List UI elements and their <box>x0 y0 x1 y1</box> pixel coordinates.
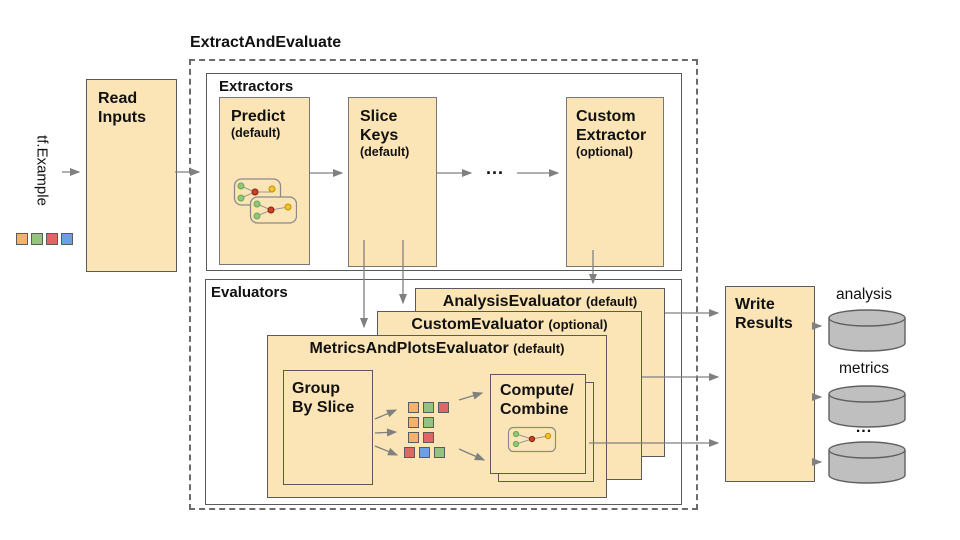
write-results-label-line2: Results <box>735 315 793 332</box>
extractors-container: Extractors <box>206 73 682 271</box>
orange-square <box>408 432 419 443</box>
output-label-analysis: analysis <box>836 286 892 303</box>
green-square <box>31 233 43 245</box>
combine-graph-icon <box>507 426 557 453</box>
green-square <box>423 417 434 428</box>
custom-extractor-label-line2: Extractor <box>576 127 647 144</box>
slice-keys-box: Slice Keys (default) <box>348 97 437 267</box>
compute-combine-label-line1: Compute/ <box>500 382 574 399</box>
green-square <box>434 447 445 458</box>
predict-box: Predict (default) <box>219 97 310 265</box>
red-square <box>423 432 434 443</box>
green-square <box>423 402 434 413</box>
group-by-slice-label-line1: Group <box>292 380 340 397</box>
orange-square <box>16 233 28 245</box>
blue-square <box>61 233 73 245</box>
extract-and-evaluate-container <box>189 59 698 510</box>
group-by-slice-box: Group By Slice <box>283 370 373 485</box>
slice-row <box>408 402 449 413</box>
output-label-ellipsis: ... <box>855 419 873 436</box>
slice-keys-label-line1: Slice <box>360 108 398 125</box>
analysis-storage-cylinder-icon <box>828 309 906 352</box>
slice-row <box>408 417 449 428</box>
red-square <box>404 447 415 458</box>
compute-combine-box: Compute/ Combine <box>490 374 586 474</box>
group-by-slice-label-line2: By Slice <box>292 399 355 416</box>
blue-square <box>419 447 430 458</box>
analysis-evaluator-title: AnalysisEvaluator (default) <box>442 293 638 310</box>
read-inputs-box: Read Inputs <box>86 79 177 272</box>
slice-grid <box>404 402 449 462</box>
diagram-title: ExtractAndEvaluate <box>190 34 342 51</box>
read-inputs-label-line1: Read <box>98 90 138 107</box>
model-graph-icon <box>233 178 297 224</box>
compute-combine-label-line2: Combine <box>500 401 569 418</box>
output-label-metrics: metrics <box>839 360 889 377</box>
red-square <box>438 402 449 413</box>
evaluators-container: Evaluators <box>205 279 682 505</box>
red-square <box>46 233 58 245</box>
write-results-box: Write Results <box>725 286 815 482</box>
slice-row <box>404 447 449 458</box>
slice-row <box>408 432 449 443</box>
extractor-ellipsis: ... <box>486 158 505 178</box>
other-storage-cylinder-icon <box>828 441 906 484</box>
orange-square <box>408 417 419 428</box>
orange-square <box>408 402 419 413</box>
slice-keys-label-line2: Keys <box>360 127 399 144</box>
predict-label: Predict <box>231 108 286 125</box>
predict-qualifier: (default) <box>231 126 281 140</box>
custom-extractor-label-line1: Custom <box>576 108 636 125</box>
extractors-label: Extractors <box>219 78 294 95</box>
custom-evaluator-title: CustomEvaluator (optional) <box>411 316 608 333</box>
tf-example-label: tf.Example <box>33 135 51 206</box>
metrics-and-plots-evaluator-title: MetricsAndPlotsEvaluator (default) <box>309 340 565 357</box>
read-inputs-label-line2: Inputs <box>98 109 146 126</box>
custom-extractor-box: Custom Extractor (optional) <box>566 97 664 267</box>
slice-keys-qualifier: (default) <box>360 145 410 159</box>
evaluators-label: Evaluators <box>211 284 288 301</box>
input-squares <box>16 233 73 245</box>
write-results-label-line1: Write <box>735 296 775 313</box>
metrics-storage-cylinder-icon <box>828 385 906 428</box>
custom-extractor-qualifier: (optional) <box>576 145 633 159</box>
